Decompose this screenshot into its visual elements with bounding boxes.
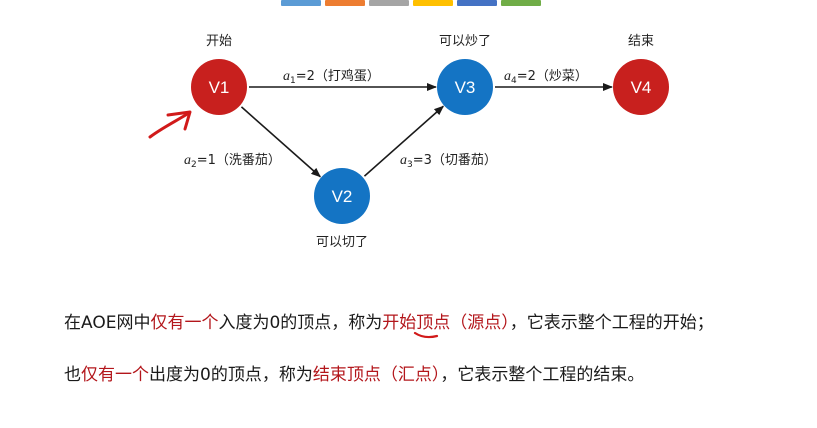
node-v4-circle [613, 59, 669, 115]
node-v2-label: V2 [332, 187, 353, 206]
p2-text-3: ，它表示整个工程的结束。 [440, 365, 645, 385]
paragraph-sink-vertex: 也仅有一个出度为0的顶点，称为结束顶点（汇点），它表示整个工程的结束。 [64, 360, 644, 385]
node-v2: V2 可以切了 [314, 168, 370, 250]
p2-text-2: 出度为0的顶点，称为 [149, 365, 313, 385]
color-swatch [413, 0, 453, 6]
node-v4-label: V4 [631, 78, 652, 97]
edge-v2-v3 [363, 105, 445, 177]
edge-label-a2: a2=1（洗番茄） [184, 153, 281, 170]
node-v1: V1 开始 [191, 34, 247, 115]
p2-highlight-only-one: 仅有一个 [81, 365, 149, 385]
p1-highlight-source-vertex: 开始顶点（源点） [382, 313, 510, 333]
node-v3: V3 可以炒了 [437, 34, 493, 115]
edge-label-a3: a3=3（切番茄） [400, 153, 497, 170]
color-swatch [369, 0, 409, 6]
p1-highlight-only-one: 仅有一个 [150, 313, 219, 333]
edge-label-a4: a4=2（炒菜） [504, 69, 588, 86]
node-v4-caption: 结束 [628, 34, 654, 49]
node-v1-circle [191, 59, 247, 115]
color-swatch [281, 0, 321, 6]
edge-label-a1: a1=2（打鸡蛋） [283, 68, 380, 86]
p1-text-2: 入度为0的顶点，称为 [218, 313, 383, 333]
p2-highlight-sink-vertex: 结束顶点（汇点） [312, 365, 441, 385]
paragraph-source-vertex: 在AOE网中仅有一个入度为0的顶点，称为开始顶点（源点），它表示整个工程的开始； [64, 308, 714, 333]
slide-color-strip [281, 0, 541, 7]
node-v2-caption: 可以切了 [316, 235, 368, 250]
node-v3-circle [437, 59, 493, 115]
node-v1-label: V1 [209, 78, 230, 97]
color-swatch [325, 0, 365, 6]
node-v4: V4 结束 [613, 34, 669, 115]
color-swatch [501, 0, 541, 6]
underline-annotation-icon [413, 331, 439, 339]
edge-v1-v2 [240, 106, 322, 178]
color-swatch [457, 0, 497, 6]
node-v3-label: V3 [455, 78, 476, 97]
hand-drawn-arrow-icon [148, 110, 192, 139]
p1-text-1: 在AOE网中 [64, 313, 151, 333]
node-v1-caption: 开始 [206, 34, 232, 49]
node-v3-caption: 可以炒了 [439, 34, 491, 49]
node-v2-circle [314, 168, 370, 224]
p2-text-1: 也 [64, 365, 81, 385]
p1-text-3: ，它表示整个工程的开始； [509, 313, 714, 333]
aoe-network-diagram: a1=2（打鸡蛋） a2=1（洗番茄） a3=3（切番茄） a4=2（炒菜） V… [148, 34, 669, 250]
